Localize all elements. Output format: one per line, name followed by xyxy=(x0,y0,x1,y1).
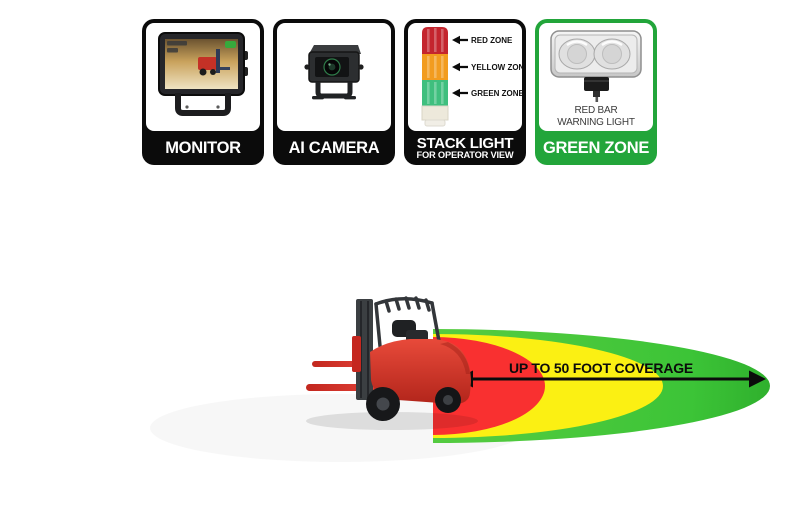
card-stack-light-label: STACK LIGHT xyxy=(416,134,514,152)
front-wheel-hub xyxy=(376,397,390,411)
detection-zones xyxy=(433,329,770,443)
card-monitor-label-bar: MONITOR xyxy=(142,131,264,165)
red-bar-warning-light-icon xyxy=(550,30,642,102)
coverage-label: UP TO 50 FOOT COVERAGE xyxy=(509,360,693,376)
card-stack-light-sublabel: FOR OPERATOR VIEW xyxy=(416,149,514,160)
green-zone-callout: GREEN ZONE xyxy=(452,88,522,98)
stack-light-callouts: RED ZONE YELLOW ZONE GREEN ZONE xyxy=(452,35,522,98)
warning-light-caption: RED BAR WARNING LIGHT xyxy=(539,105,653,128)
card-monitor-label: MONITOR xyxy=(165,138,241,157)
card-green-zone: RED BAR WARNING LIGHT GREEN ZONE xyxy=(535,19,657,165)
yellow-zone-callout: YELLOW ZONE xyxy=(452,62,522,72)
card-green-zone-label: GREEN ZONE xyxy=(542,138,650,157)
stack-light-green-segment xyxy=(422,80,448,106)
forklift xyxy=(306,296,478,430)
warning-light-illustration xyxy=(550,30,642,102)
stack-light-illustration: RED ZONE YELLOW ZONE GREEN ZONE xyxy=(421,27,522,127)
card-ai-camera-image xyxy=(277,23,391,131)
stack-light-icon xyxy=(421,27,449,127)
yellow-zone-arrow-icon xyxy=(452,62,460,72)
stack-light-stand xyxy=(424,119,446,127)
card-ai-camera-label: AI CAMERA xyxy=(288,138,380,157)
camera-icon xyxy=(304,45,364,100)
card-ai-camera-label-bar: AI CAMERA xyxy=(273,131,395,165)
rear-wheel-hub xyxy=(443,395,453,405)
green-zone-arrow-icon xyxy=(452,88,460,98)
card-monitor-image xyxy=(146,23,260,131)
green-zone-label: GREEN ZONE xyxy=(471,89,522,98)
red-zone-label: RED ZONE xyxy=(471,36,513,45)
coverage-arrow-right-head xyxy=(749,370,766,388)
card-monitor: MONITOR xyxy=(142,19,264,165)
product-cards-row: MONITOR xyxy=(142,19,657,165)
stack-light-base-segment xyxy=(421,105,449,121)
camera-illustration xyxy=(304,45,364,100)
forklift-shadow xyxy=(306,412,478,430)
card-stack-light-image: RED ZONE YELLOW ZONE GREEN ZONE xyxy=(408,23,522,131)
body-shading xyxy=(440,342,470,374)
red-zone-arrow-icon xyxy=(452,35,460,45)
card-ai-camera: AI CAMERA xyxy=(273,19,395,165)
card-stack-light: RED ZONE YELLOW ZONE GREEN ZONE xyxy=(404,19,526,165)
warning-light-caption-line2: WARNING LIGHT xyxy=(557,116,635,128)
mast-cylinder xyxy=(352,336,361,372)
card-green-zone-image: RED BAR WARNING LIGHT xyxy=(539,23,653,131)
warning-light-caption-line1: RED BAR xyxy=(574,105,618,116)
green-status-badge xyxy=(225,41,236,48)
monitor-icon xyxy=(158,32,248,116)
card-stack-light-label-bar: STACK LIGHT FOR OPERATOR VIEW xyxy=(404,131,526,165)
card-green-zone-label-bar: GREEN ZONE xyxy=(535,131,657,165)
stack-light-red-segment xyxy=(422,27,448,54)
monitor-illustration xyxy=(158,32,248,116)
red-zone-callout: RED ZONE xyxy=(452,35,513,45)
yellow-zone-label: YELLOW ZONE xyxy=(471,63,522,72)
stack-light-yellow-segment xyxy=(422,54,448,80)
